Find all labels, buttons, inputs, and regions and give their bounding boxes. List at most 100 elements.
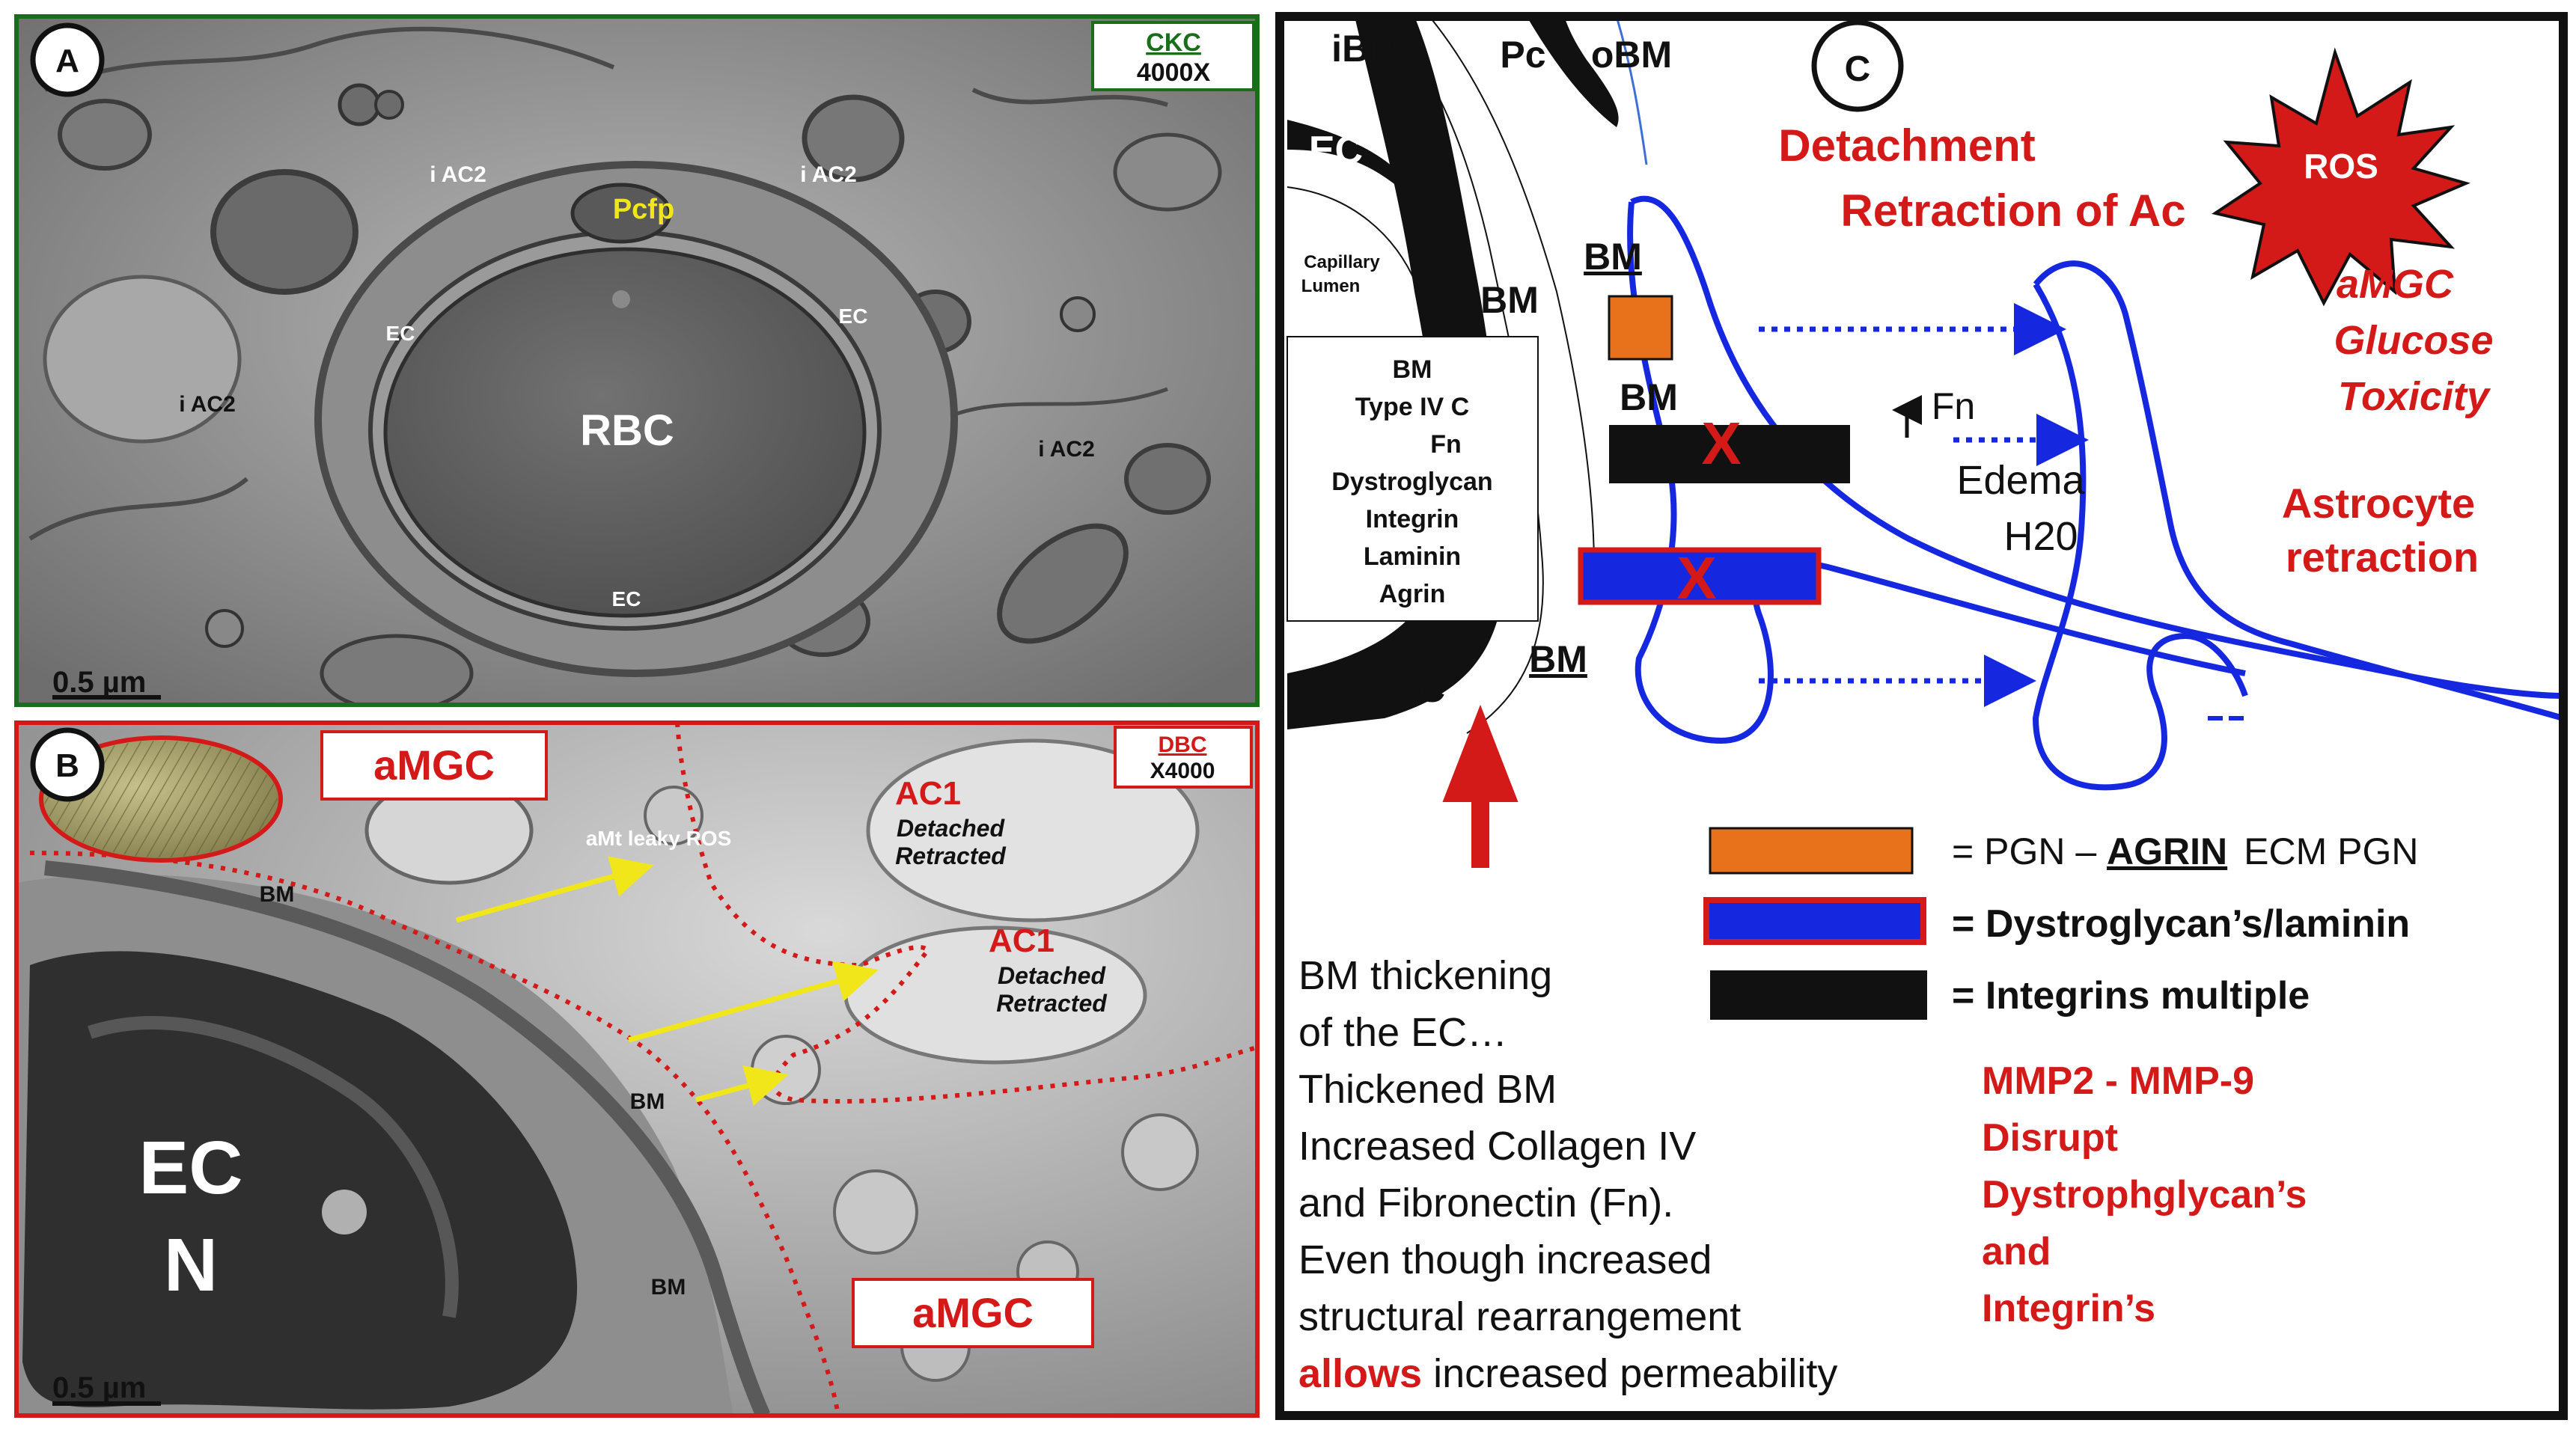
label-iac2-left: i AC2 [179,392,236,417]
label-bm-c: BM [1620,376,1678,418]
dystroglycan-bar [1578,547,1822,605]
red-boundary-2 [675,722,1258,1104]
bm-components-box [1287,336,1539,622]
pericyte-foot-process [570,183,672,244]
integrin-bar [1609,425,1850,483]
label-ac1-top-retracted: Retracted [895,842,1007,869]
label-astrocyte: Astrocyte [2282,480,2475,527]
label-ec-bottom: EC [612,587,641,611]
label-bm-3: BM [651,1275,686,1300]
label-amgc-c: aMGC [2337,262,2454,307]
label-ec-top: EC [1309,129,1363,172]
label-obm: oBM [1591,34,1672,76]
bm-component-1: Type IV C [1355,393,1469,421]
bm-component-6: Agrin [1379,580,1446,608]
label-pc: Pc [1500,34,1545,76]
body-line-6: structural rearrangement [1298,1294,1741,1339]
label-ec-right: EC [839,305,868,328]
label-iac2-top-right: i AC2 [800,162,857,187]
red-up-arrow [1442,704,1519,868]
label-ibm: iBM [1331,28,1400,70]
legend-integrin-swatch [1710,970,1927,1020]
yellow-arrow-1 [456,856,654,923]
astrocyte-outline-3 [2033,260,2565,721]
panel-a-badge-letter: A [55,43,79,79]
label-pcfp: Pcfp [613,194,674,225]
label-bm-d: BM [1529,638,1587,680]
legend-pgn-eq: = PGN – [1952,830,2107,872]
label-bm-b: BM [1480,279,1539,321]
label-glucose: Glucose [2334,318,2493,363]
panel-a [14,14,1260,707]
panel-a-scale-label: CKC [1146,28,1201,57]
amgc-bottom-box [852,1278,1094,1348]
label-capillary: Capillary [1304,252,1380,272]
body-line-3: Increased Collagen IV [1298,1124,1696,1169]
label-ac1-top-detached: Detached [897,815,1006,842]
label-retraction: retraction [2286,533,2479,581]
body-line-5: Even though increased [1298,1237,1712,1282]
bm-component-4: Integrin [1366,505,1459,533]
panel-b-badge [30,727,105,802]
label-ec-bottom-c: EC [1391,667,1445,711]
label-ac1-top: AC1 [895,775,961,812]
bm-component-2: Fn [1430,430,1462,459]
panel-a-scalebar: 0.5 µm [52,666,146,699]
mmp-line-4: Integrin’s [1982,1287,2155,1330]
panel-a-badge [30,22,105,97]
panel-b-scalebar: 0.5 µm [52,1371,146,1404]
label-edema: Edema [1956,458,2085,503]
yellow-arrow-2 [628,961,879,1043]
legend-ecm-pgn: ECM PGN [2244,830,2418,872]
label-bm-a: BM [1584,236,1642,278]
pgn-bar [1608,295,1673,361]
permeability-phrase: increased permeability [1422,1351,1837,1396]
panel-a-text: A CKC 4000X i AC2 i AC2 i AC2 i AC2 Pcfp… [52,28,1211,700]
label-toxicity: Toxicity [2338,374,2491,419]
label-iac2-right: i AC2 [1038,437,1095,462]
label-ec-left: EC [386,322,415,345]
body-line-0: BM thickening [1298,953,1552,998]
bm-component-5: Laminin [1364,542,1461,571]
label-detachment: Detachment [1778,120,2035,171]
panel-b [14,720,1260,1418]
label-h20: H20 [2003,514,2078,559]
mmp-line-2: Dystrophglycan’s [1982,1173,2307,1217]
label-rbc: RBC [580,406,674,455]
panel-b-text: B DBC X4000 aMGC aMGC aMt leaky ROS AC1 … [52,732,1215,1406]
amgc-top-box [320,730,548,801]
astrocyte-outline-4 [2032,282,2248,791]
panel-c-frame [1275,12,2568,1420]
label-bm-1: BM [260,882,295,907]
label-ac1-mid-detached: Detached [998,962,1107,989]
legend-integrin-label: = Integrins multiple [1952,974,2310,1018]
panel-a-frame [14,14,1260,707]
panel-a-magnification: 4000X [1137,58,1211,87]
panel-c-badge [1811,19,1904,112]
red-blood-cell [383,247,867,618]
label-amgc-bottom: aMGC [912,1289,1034,1336]
nucleus [22,951,578,1410]
yellow-arrow-3 [695,1065,789,1107]
body-line-4: and Fibronectin (Fn). [1298,1181,1673,1226]
label-retraction-of-ac: Retraction of Ac [1840,186,2185,236]
label-ac1-mid-retracted: Retracted [996,990,1108,1017]
body-text: BM thickening of the EC… Thickened BM In… [1298,953,1837,1396]
mmp-line-1: Disrupt [1982,1116,2118,1160]
ros-starburst [2212,47,2470,307]
legend-dystroglycan-swatch [1703,897,1926,945]
label-ros: ROS [2304,147,2378,186]
x-mark-dystroglycan: X [1676,545,1716,611]
panel-c-badge-letter: C [1845,49,1871,89]
panel-b-magnification: X4000 [1150,759,1215,783]
label-bm-2: BM [630,1089,665,1114]
label-n: N [164,1223,218,1307]
bm-component-3: Dystroglycan [1331,468,1492,496]
label-lumen: Lumen [1301,276,1361,296]
legend-dystroglycan-label: = Dystroglycan’s/laminin [1952,902,2410,946]
panel-c-text: C iBM Pc oBM EC Capillary Lumen BM BM BM… [1298,28,2494,1396]
label-iac2-top-left: i AC2 [430,162,486,187]
label-ac1-mid: AC1 [989,922,1054,959]
label-leaky-ros: aMt leaky ROS [586,827,732,850]
